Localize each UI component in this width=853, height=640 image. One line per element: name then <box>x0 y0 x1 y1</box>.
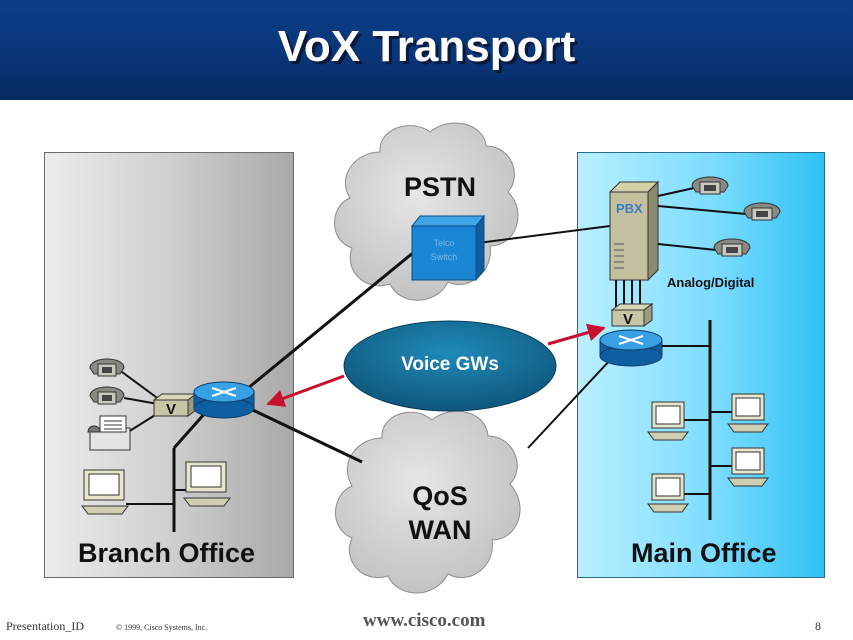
main-voice-gateway: V <box>610 303 654 328</box>
branch-office-label: Branch Office <box>78 538 256 568</box>
branch-router-icon <box>193 381 255 419</box>
wan-label: QoS WAN <box>380 479 500 547</box>
wan-label-line2: WAN <box>408 515 472 545</box>
branch-to-pstn-line <box>235 250 415 400</box>
telephone-icon <box>89 386 125 405</box>
telephone-icon <box>89 358 125 377</box>
pstn-to-pbx-line <box>477 225 611 244</box>
main-router-icon <box>599 329 663 367</box>
workstation-icon <box>727 447 769 487</box>
pstn-label: PSTN <box>403 172 476 202</box>
gateway-v-label: V <box>166 401 176 418</box>
workstation-icon <box>727 393 769 433</box>
voice-gw-arrow-left <box>266 374 345 407</box>
telephone-icon <box>691 176 729 195</box>
branch-to-wan-line <box>235 400 363 464</box>
wan-label-line1: QoS <box>412 481 468 511</box>
slide-title: VoX Transport <box>277 22 576 71</box>
pbx-label: PBX <box>616 201 643 216</box>
page-number: 8 <box>815 619 821 633</box>
workstation-icon <box>647 473 689 513</box>
workstation-icon <box>647 401 689 441</box>
footer-copyright: © 1999, Cisco Systems, Inc. <box>116 623 208 632</box>
footer-presentation-id: Presentation_ID <box>6 619 84 633</box>
branch-voice-gateway: V <box>152 393 198 418</box>
telco-switch: Telco Switch <box>410 214 486 282</box>
telephone-icon <box>713 238 751 257</box>
analog-digital-label: Analog/Digital <box>667 275 755 290</box>
telco-switch-label: Telco <box>433 238 454 248</box>
gateway-v-label: V <box>623 311 633 328</box>
telco-switch-label: Switch <box>431 252 458 262</box>
footer-url: www.cisco.com <box>363 610 486 631</box>
workstation-icon <box>183 461 231 507</box>
fax-machine-icon <box>87 415 131 451</box>
voice-gateways-bubble <box>343 320 557 412</box>
title-bar <box>0 0 853 100</box>
voice-gateways-label: Voice GWs <box>401 354 499 375</box>
pbx-icon <box>608 180 660 282</box>
wan-to-main-router-line <box>527 357 613 449</box>
wan-cloud <box>335 410 521 594</box>
telephone-icon <box>743 202 781 221</box>
voice-gw-arrow-right <box>547 323 606 346</box>
main-office-label: Main Office <box>631 538 777 568</box>
workstation-icon <box>81 469 129 515</box>
